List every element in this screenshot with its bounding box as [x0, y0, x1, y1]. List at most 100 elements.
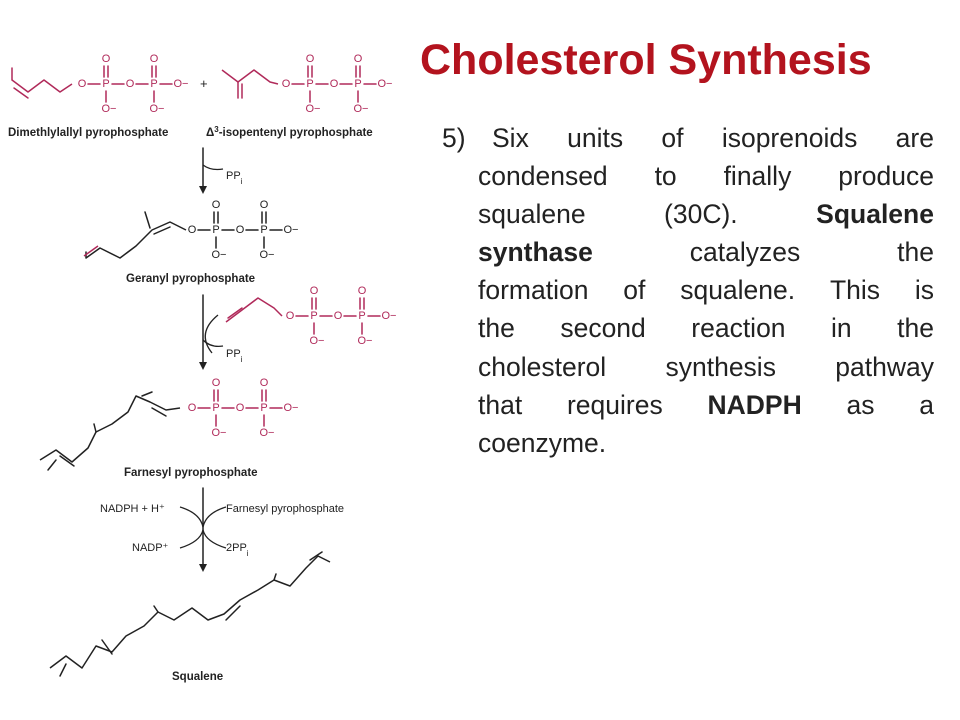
squalene-methyl-2: [153, 605, 159, 613]
atom-p: P: [354, 78, 361, 90]
atom-o: O: [188, 224, 197, 236]
ppi-release-curve-1: [202, 164, 224, 171]
paragraph-word: Squalene: [816, 199, 934, 229]
paragraph-word: the: [897, 313, 934, 343]
ppi-subscript: i: [247, 549, 249, 558]
cofactor-out-curve: [179, 529, 227, 549]
atom-o_minus: O−: [306, 103, 321, 115]
paragraph-word: reaction: [691, 313, 786, 343]
squalene-skeleton: [49, 555, 331, 669]
label-nadph: NADPH + H⁺: [100, 503, 165, 515]
atom-o: O: [282, 78, 291, 90]
paragraph-word: to: [654, 161, 677, 191]
paragraph-word: finally: [723, 161, 792, 191]
atom-o: O: [102, 53, 111, 65]
atom-o_minus: O−: [102, 103, 117, 115]
atom-o_minus: O−: [260, 427, 275, 439]
atom-o: O: [310, 285, 319, 297]
ppi-subscript: i: [241, 355, 243, 364]
ipp-incoming-curve: [204, 314, 219, 354]
atom-o: O: [188, 402, 197, 414]
label-farnesyl: Farnesyl pyrophosphate: [124, 467, 258, 479]
farnesyl-skeleton: [39, 395, 181, 463]
label-geranyl: Geranyl pyrophosphate: [126, 273, 255, 285]
atom-p: P: [358, 310, 365, 322]
arrow-2-head: [199, 362, 207, 370]
atom-o: O: [236, 402, 245, 414]
ppi-label-2: PPi: [226, 348, 243, 364]
atom-p: P: [212, 224, 219, 236]
paragraph-number: 5): [442, 123, 466, 153]
label-nadp: NADP⁺: [132, 542, 169, 554]
atom-p: P: [260, 224, 267, 236]
atom-o: O: [212, 377, 221, 389]
farnesyl-methyl-2: [93, 423, 97, 433]
atom-o: O: [78, 78, 87, 90]
paragraph-word: as: [846, 390, 875, 420]
paragraph-line: squalene (30C). Squalene: [478, 199, 934, 230]
squalene-methyl: [59, 663, 67, 677]
paragraph-word: a: [919, 390, 934, 420]
ipp-skeleton: [221, 69, 279, 85]
ppi-label-1: PPi: [226, 170, 243, 186]
label-farnesyl-incoming: Farnesyl pyrophosphate: [226, 503, 344, 515]
squalene-double-bond-3: [309, 551, 323, 561]
paragraph-word: that: [478, 390, 523, 420]
paragraph-line: that requires NADPH as a: [478, 390, 934, 421]
paragraph-word: is: [914, 275, 934, 305]
paragraph-word: the: [897, 237, 934, 267]
dmapp-skeleton: [11, 79, 73, 93]
atom-o: O: [330, 78, 339, 90]
paragraph-word: coenzyme.: [478, 428, 607, 458]
atom-o_minus: O−: [358, 335, 373, 347]
label-2ppi: 2PPi: [226, 542, 249, 558]
atom-p: P: [260, 402, 267, 414]
paragraph-word: in: [831, 313, 852, 343]
geranyl-skeleton: [85, 221, 187, 259]
atom-o: O: [126, 78, 135, 90]
atom-o_minus: O−: [378, 78, 393, 90]
atom-o: O: [354, 53, 363, 65]
farnesyl-methyl-3: [141, 391, 153, 397]
atom-p: P: [102, 78, 109, 90]
farnesyl-double-bond-2: [151, 407, 167, 417]
paragraph-word: (30C).: [664, 199, 738, 229]
paragraph-word: NADPH: [707, 390, 802, 420]
paragraph-line: condensed to finally produce: [478, 161, 934, 192]
atom-o_minus: O−: [310, 335, 325, 347]
paragraph-word: units: [567, 123, 624, 153]
paragraph-word: formation: [478, 275, 589, 305]
paragraph-word: catalyzes: [689, 237, 801, 267]
paragraph-word: isoprenoids: [721, 123, 858, 153]
atom-p: P: [150, 78, 157, 90]
squalene-synthesis-scheme: O P O P O− O O− O O− + O P O P O− O O− O O− Dimethlylallyl …: [8, 53, 396, 683]
atom-o: O: [286, 310, 295, 322]
paragraph-word: produce: [838, 161, 934, 191]
geranyl-methyl-2: [144, 211, 151, 229]
arrow-1-head: [199, 186, 207, 194]
atom-o: O: [358, 285, 367, 297]
atom-o_minus: O−: [284, 224, 299, 236]
atom-o: O: [260, 377, 269, 389]
atom-o: O: [236, 224, 245, 236]
atom-o_minus: O−: [174, 78, 189, 90]
paragraph-word: of: [661, 123, 684, 153]
farnesyl-double-bond: [59, 455, 75, 467]
label-dmapp: Dimethlylallyl pyrophosphate: [8, 127, 168, 139]
geranyl-double-bond: [153, 226, 171, 235]
label-ipp: Δ3-isopentenyl pyrophosphate: [206, 125, 373, 140]
paragraph-word: squalene: [478, 199, 586, 229]
paragraph-word: requires: [566, 390, 663, 420]
label-squalene: Squalene: [172, 671, 223, 683]
geranyl-tail: [83, 245, 99, 257]
squalene-methyl-3: [273, 573, 277, 581]
squalene-double-bond-2: [225, 605, 241, 621]
paragraph-word: synthesis: [665, 352, 776, 382]
paragraph-word: This: [829, 275, 881, 305]
plus-sign: +: [200, 76, 208, 91]
paragraph-word: condensed: [478, 161, 608, 191]
